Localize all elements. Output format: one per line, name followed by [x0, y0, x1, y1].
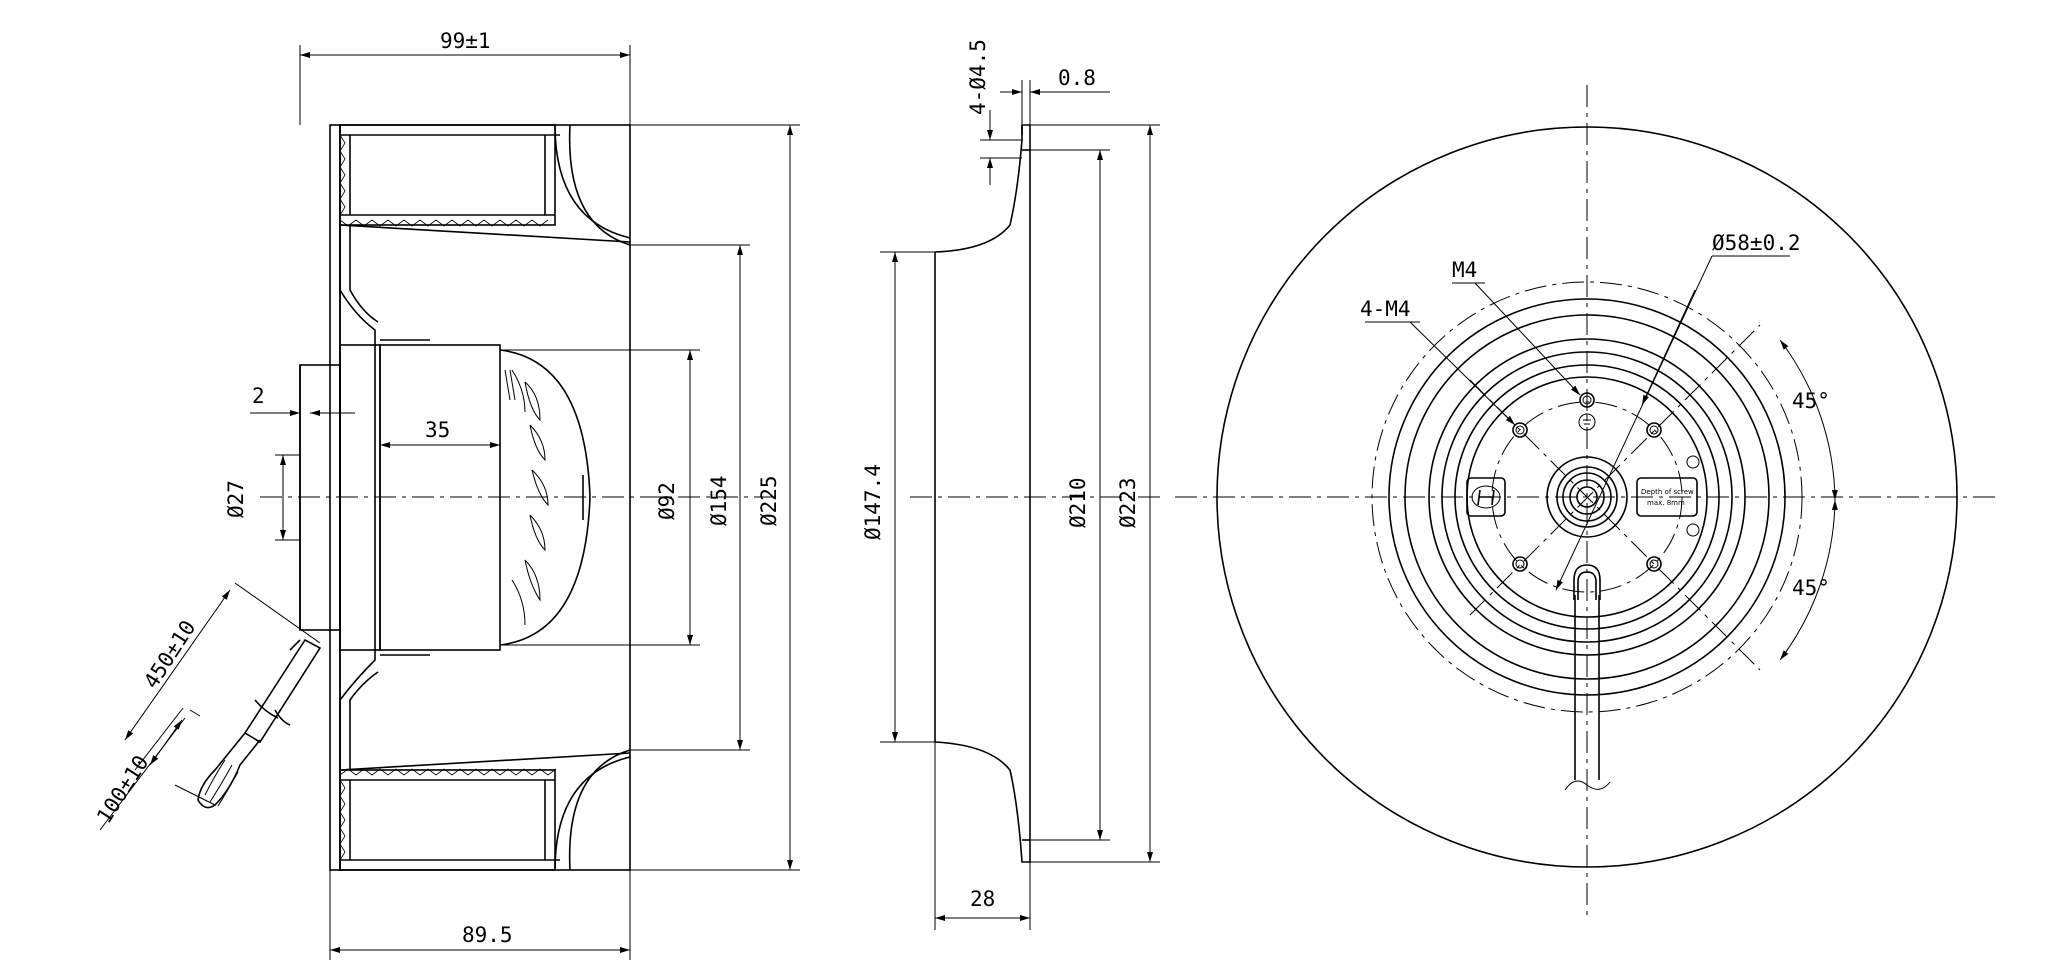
label-angle-bottom: 45° [1792, 576, 1830, 600]
dim-width-overall: 99±1 [440, 29, 491, 53]
side-view-dimensions [99, 45, 800, 960]
dim-lead-length: 100±10 [92, 751, 153, 828]
dim-inner-dia: Ø147.4 [861, 464, 885, 540]
logo-label [1466, 477, 1506, 517]
front-view: Depth of screw max. 8mm M4 4-M4 Ø5 [1175, 85, 2000, 915]
dim-shaft-dia: Ø27 [224, 480, 248, 518]
dim-offset: 2 [252, 384, 265, 408]
side-view: 99±1 89.5 2 35 Ø27 Ø92 Ø154 Ø225 450±10 … [92, 29, 800, 960]
dim-motor-dia: Ø92 [655, 482, 679, 520]
dim-cable-length: 450±10 [139, 616, 200, 693]
dim-flange-width: 89.5 [462, 923, 513, 947]
dim-hole-circle: Ø210 [1066, 477, 1090, 528]
lower-blade-section [339, 749, 631, 871]
label-angle-top: 45° [1792, 389, 1830, 413]
cable [197, 638, 322, 809]
dim-hole-spec: 4-Ø4.5 [966, 39, 990, 115]
dim-thickness: 0.8 [1058, 66, 1096, 90]
label-mount-threads: 4-M4 [1360, 297, 1411, 321]
dim-outer-dia: Ø223 [1116, 477, 1140, 528]
depth-label-line2: max. 8mm [1647, 499, 1685, 507]
depth-label: Depth of screw max. 8mm [1636, 477, 1698, 517]
upper-blade-section [339, 124, 631, 246]
section-view-dimensions [880, 80, 1160, 930]
dim-wheel-dia: Ø225 [757, 475, 781, 526]
section-view: 4-Ø4.5 0.8 Ø147.4 Ø210 Ø223 28 [861, 39, 1160, 930]
label-hub-dia: Ø58±0.2 [1712, 231, 1801, 255]
dim-inlet-dia: Ø154 [707, 475, 731, 526]
depth-label-line1: Depth of screw [1641, 488, 1694, 496]
front-view-leaders [1365, 255, 1790, 591]
cable-outlet [1564, 564, 1611, 791]
dim-depth: 28 [970, 887, 995, 911]
mount-holes [1512, 392, 1700, 572]
motor-body [379, 339, 591, 656]
dim-motor-depth: 35 [425, 418, 450, 442]
label-thread: M4 [1452, 258, 1477, 282]
